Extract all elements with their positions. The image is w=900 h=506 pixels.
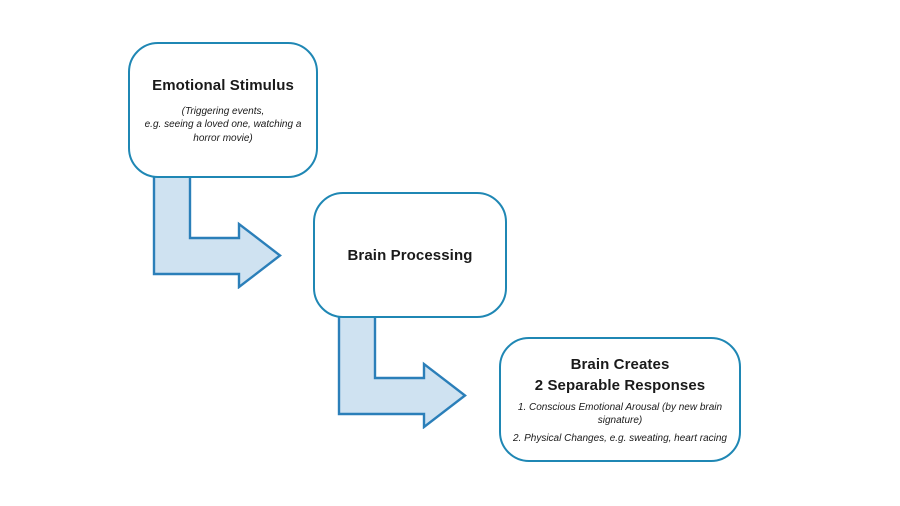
node-emotional-stimulus-title: Emotional Stimulus [152, 77, 294, 95]
node-brain-processing: Brain Processing [313, 192, 507, 318]
response-item: 2. Physical Changes, e.g. sweating, hear… [512, 432, 727, 444]
node-brain-creates-responses-title: Brain Creates 2 Separable Responses [535, 354, 706, 396]
subtitle-line: (Triggering events, [181, 106, 265, 118]
title-line: Brain Creates [570, 356, 670, 374]
response-item: 1. Conscious Emotional Arousal (by new b… [517, 402, 723, 427]
bent-arrow-connector-2 [337, 315, 467, 429]
subtitle-line: e.g. seeing a loved one, watching a [144, 119, 302, 131]
node-brain-creates-responses-items: 1. Conscious Emotional Arousal (by new b… [512, 401, 728, 445]
node-brain-creates-responses: Brain Creates 2 Separable Responses 1. C… [499, 337, 741, 462]
subtitle-line: horror movie) [193, 132, 253, 144]
node-emotional-stimulus: Emotional Stimulus (Triggering events, e… [128, 42, 318, 178]
node-brain-processing-title: Brain Processing [347, 246, 473, 264]
bent-arrow-connector-1 [152, 175, 282, 289]
title-line: 2 Separable Responses [534, 377, 706, 395]
node-emotional-stimulus-subtitle: (Triggering events, e.g. seeing a loved … [145, 105, 302, 145]
